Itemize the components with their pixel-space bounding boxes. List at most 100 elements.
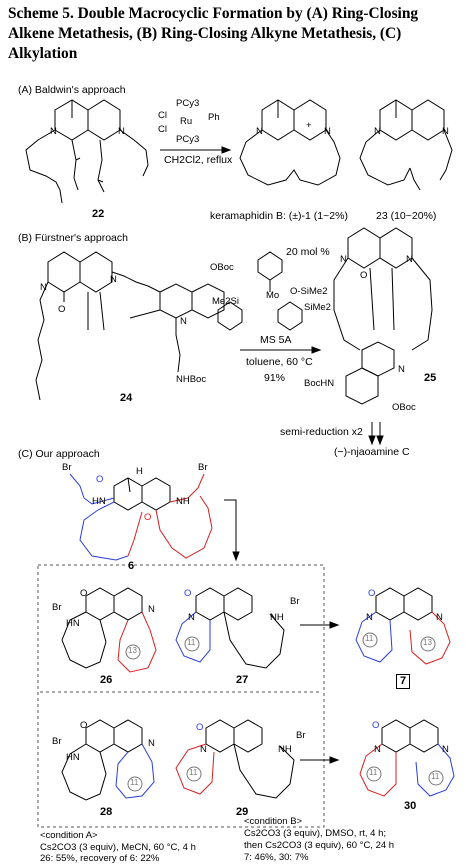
o-29: O <box>196 722 204 733</box>
condition-a-title: <condition A> <box>40 830 98 841</box>
nh-29: NH <box>278 744 292 755</box>
n-25: N <box>340 254 347 265</box>
o-26: O <box>80 588 88 599</box>
n-22-left: N <box>50 126 57 137</box>
compound-23-label: 23 (10~20%) <box>376 210 437 222</box>
ring-11-28: 11 <box>130 778 139 787</box>
n-7-right: N <box>436 612 443 623</box>
n-1-left: N <box>256 126 263 137</box>
nh-27: NH <box>270 612 284 623</box>
section-b-label: (B) Fürstner's approach <box>18 232 128 244</box>
compound-29-structure <box>205 719 295 799</box>
compound-29-label: 29 <box>236 806 249 818</box>
br-26: Br <box>52 602 62 613</box>
mo-catalyst-structure <box>217 251 303 331</box>
n-27: N <box>188 612 195 623</box>
ring-11-29: 11 <box>189 768 198 777</box>
h-6: H <box>136 466 143 477</box>
ms-label: MS 5A <box>260 334 292 346</box>
condition-b-line3: 7: 46%, 30: 7% <box>244 852 309 863</box>
n-25-b: N <box>406 254 413 265</box>
n-23-left: N <box>374 126 381 137</box>
condition-a-reagent: CH2Cl2, reflux <box>164 154 233 166</box>
ring-11-30-left: 11 <box>369 768 378 777</box>
n-30-left: N <box>374 744 381 755</box>
o-7: O <box>368 588 376 599</box>
o-28: O <box>80 720 88 731</box>
n-29: N <box>200 744 207 755</box>
scheme-title: Scheme 5. Double Macrocyclic Formation b… <box>8 5 419 62</box>
br-27: Br <box>290 596 300 607</box>
dashed-intermediates-box <box>37 564 325 828</box>
compound-24-label: 24 <box>120 392 133 404</box>
n-24: N <box>40 282 47 293</box>
br-6-left: Br <box>62 462 72 473</box>
n-7-left: N <box>366 612 373 623</box>
ph-label: Ph <box>208 112 220 123</box>
pcy3-bottom: PCy3 <box>176 134 200 145</box>
o-27: O <box>184 588 192 599</box>
ru-label: Ru <box>180 116 193 127</box>
me2si-label: Me2Si <box>212 296 239 307</box>
ring-11-7: 11 <box>365 634 374 643</box>
compound-23-structure <box>359 99 453 191</box>
hn-6: HN <box>92 496 106 507</box>
n-24-q: N <box>180 316 187 327</box>
compound-30-label: 30 <box>404 800 417 812</box>
o-30: O <box>372 720 380 731</box>
compound-7-label: 7 <box>396 674 410 689</box>
pcy3-top: PCy3 <box>176 98 200 109</box>
cl-label-2: Cl <box>158 124 167 135</box>
ring-11-30-right: 11 <box>431 772 440 781</box>
compound-7-structure <box>375 587 433 621</box>
nhboc-24: NHBoc <box>176 374 207 385</box>
br-28: Br <box>52 736 62 747</box>
n-25-q: N <box>398 364 405 375</box>
hn-28: HN <box>66 752 80 763</box>
compound-28-label: 28 <box>100 806 113 818</box>
hn-26: HN <box>66 618 80 629</box>
compound-25-label: 25 <box>424 372 437 384</box>
n-24-b: N <box>110 274 117 285</box>
compound-24-structure <box>35 251 225 401</box>
ring-11-27: 11 <box>187 638 196 647</box>
semi-reduction-label: semi-reduction x2 <box>280 426 363 438</box>
nh-6: NH <box>176 496 190 507</box>
o-24: O <box>58 304 66 315</box>
n-23-right: N <box>442 126 449 137</box>
osime2-label: O-SiMe2 <box>290 286 328 297</box>
bochn-25: BocHN <box>304 378 335 389</box>
sime2-label: SiMe2 <box>304 302 331 313</box>
solvent-temp: toluene, 60 °C <box>246 356 313 368</box>
compound-22-label: 22 <box>92 208 105 220</box>
compound-26-label: 26 <box>100 674 113 686</box>
mo-label: Mo <box>266 290 280 301</box>
ring-13-26: 13 <box>128 646 137 655</box>
njaoamine-label: (−)-njaoamine C <box>334 446 410 458</box>
condition-a-line2: 26: 55%, recovery of 6: 22% <box>40 853 160 864</box>
condition-a-line1: Cs2CO3 (3 equiv), MeCN, 60 °C, 4 h <box>40 842 196 853</box>
compound-26-structure <box>61 587 143 669</box>
compound-27-label: 27 <box>236 674 249 686</box>
ring-13-7: 13 <box>423 638 432 647</box>
plus-sign: + <box>306 120 312 131</box>
compound-1-label: keramaphidin B: (±)-1 (1~2%) <box>210 210 348 222</box>
n-22-right: N <box>118 126 125 137</box>
n-26: N <box>148 604 155 615</box>
br-29: Br <box>296 730 306 741</box>
condition-b-title: <condition B> <box>244 816 303 827</box>
condition-b-line2: then Cs2CO3 (3 equiv), 60 °C, 24 h <box>244 840 395 851</box>
compound-27-structure <box>195 587 285 669</box>
compound-6-structure <box>113 477 171 511</box>
compound-25-structure <box>333 227 433 405</box>
yield-b: 91% <box>264 372 286 384</box>
n-1-right: N <box>324 126 331 137</box>
br-6-right: Br <box>198 462 208 473</box>
compound-30-structure <box>381 719 439 753</box>
cl-label-1: Cl <box>158 110 167 121</box>
oboc-24: OBoc <box>210 262 234 273</box>
section-c-label: (C) Our approach <box>18 448 100 460</box>
catalyst-loading: 20 mol % <box>286 246 330 258</box>
section-a-label: (A) Baldwin's approach <box>18 84 126 96</box>
